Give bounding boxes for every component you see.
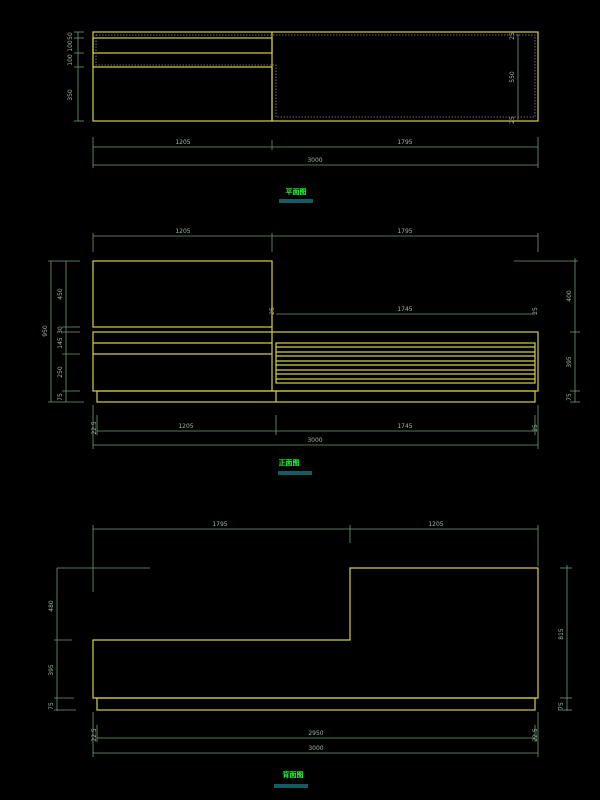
front-dim-bottom-left-edge: 22.5 [91,421,98,435]
plan-dim-top-left: 1205 [175,139,190,146]
back-dim-bottom-right-edge: 22.5 [532,728,539,742]
front-plinth [96,390,536,403]
plan-dim-right-0: 25 [509,32,516,40]
back-dim-right-1: 75 [558,702,565,710]
front-view: 1205 1795 1745 25 25 950 450 30 145 250 … [42,228,580,475]
plan-hidden-line [95,34,536,118]
front-slat-panel [275,342,536,384]
front-dim-top-left: 1205 [175,228,190,235]
back-dim-top-left: 1795 [212,521,227,528]
plan-dim-right-1: 550 [509,71,516,83]
plan-outline [92,31,539,122]
front-dim-inner-top: 1745 [397,306,412,313]
front-dim-right-0: 400 [566,290,573,302]
front-dim-left-4: 75 [57,393,64,401]
front-dim-left-1: 30 [57,326,64,334]
plan-dim-top-right: 1795 [397,139,412,146]
front-dim-inner-top-left: 25 [269,307,276,315]
plan-lower-box [93,66,273,121]
front-dim-bottom-left: 1205 [178,423,193,430]
back-outline [92,567,539,699]
back-dim-top-right: 1205 [428,521,443,528]
plan-dim-total: 3000 [307,157,322,164]
front-dim-right-1: 395 [566,356,573,368]
back-dim-left-0: 480 [48,600,55,612]
front-dim-left-0: 450 [57,288,64,300]
back-plinth [96,697,536,711]
back-dim-left-2: 75 [48,702,55,710]
front-dim-inner-top-right: 25 [532,307,539,315]
front-dim-right-2: 75 [566,393,573,401]
back-dim-left-1: 395 [48,664,55,676]
plan-dim-right-2: 25 [509,116,516,124]
plan-drawer [92,37,273,54]
front-dim-bottom-right: 1745 [397,423,412,430]
front-dim-left-total: 950 [42,325,49,337]
plan-view: 50 100 100 350 25 550 25 1205 1795 3000 … [67,31,539,203]
front-upper-box [92,260,273,328]
front-dim-top-right: 1795 [397,228,412,235]
back-view: 1795 1205 480 395 75 815 75 22.5 2950 22… [48,521,572,788]
front-title: 正面图 [279,458,300,467]
front-dim-left-3: 250 [57,366,64,378]
plan-title: 平面图 [286,187,307,196]
back-dim-right-0: 815 [558,628,565,640]
plan-dim-left-2: 100 [67,54,74,66]
front-dim-bottom-right-edge: 25 [532,424,539,432]
back-dim-bottom-mid: 2950 [308,730,323,737]
back-dim-bottom-left-edge: 22.5 [91,728,98,742]
plan-dim-left-1: 100 [67,40,74,52]
plan-dim-left-3: 350 [67,89,74,101]
front-dim-left-2: 145 [57,337,64,349]
front-slats [276,346,535,380]
back-dim-total: 3000 [308,745,323,752]
back-title: 背面图 [283,770,304,779]
front-dim-total: 3000 [307,437,322,444]
plan-dim-left-0: 50 [67,32,74,40]
